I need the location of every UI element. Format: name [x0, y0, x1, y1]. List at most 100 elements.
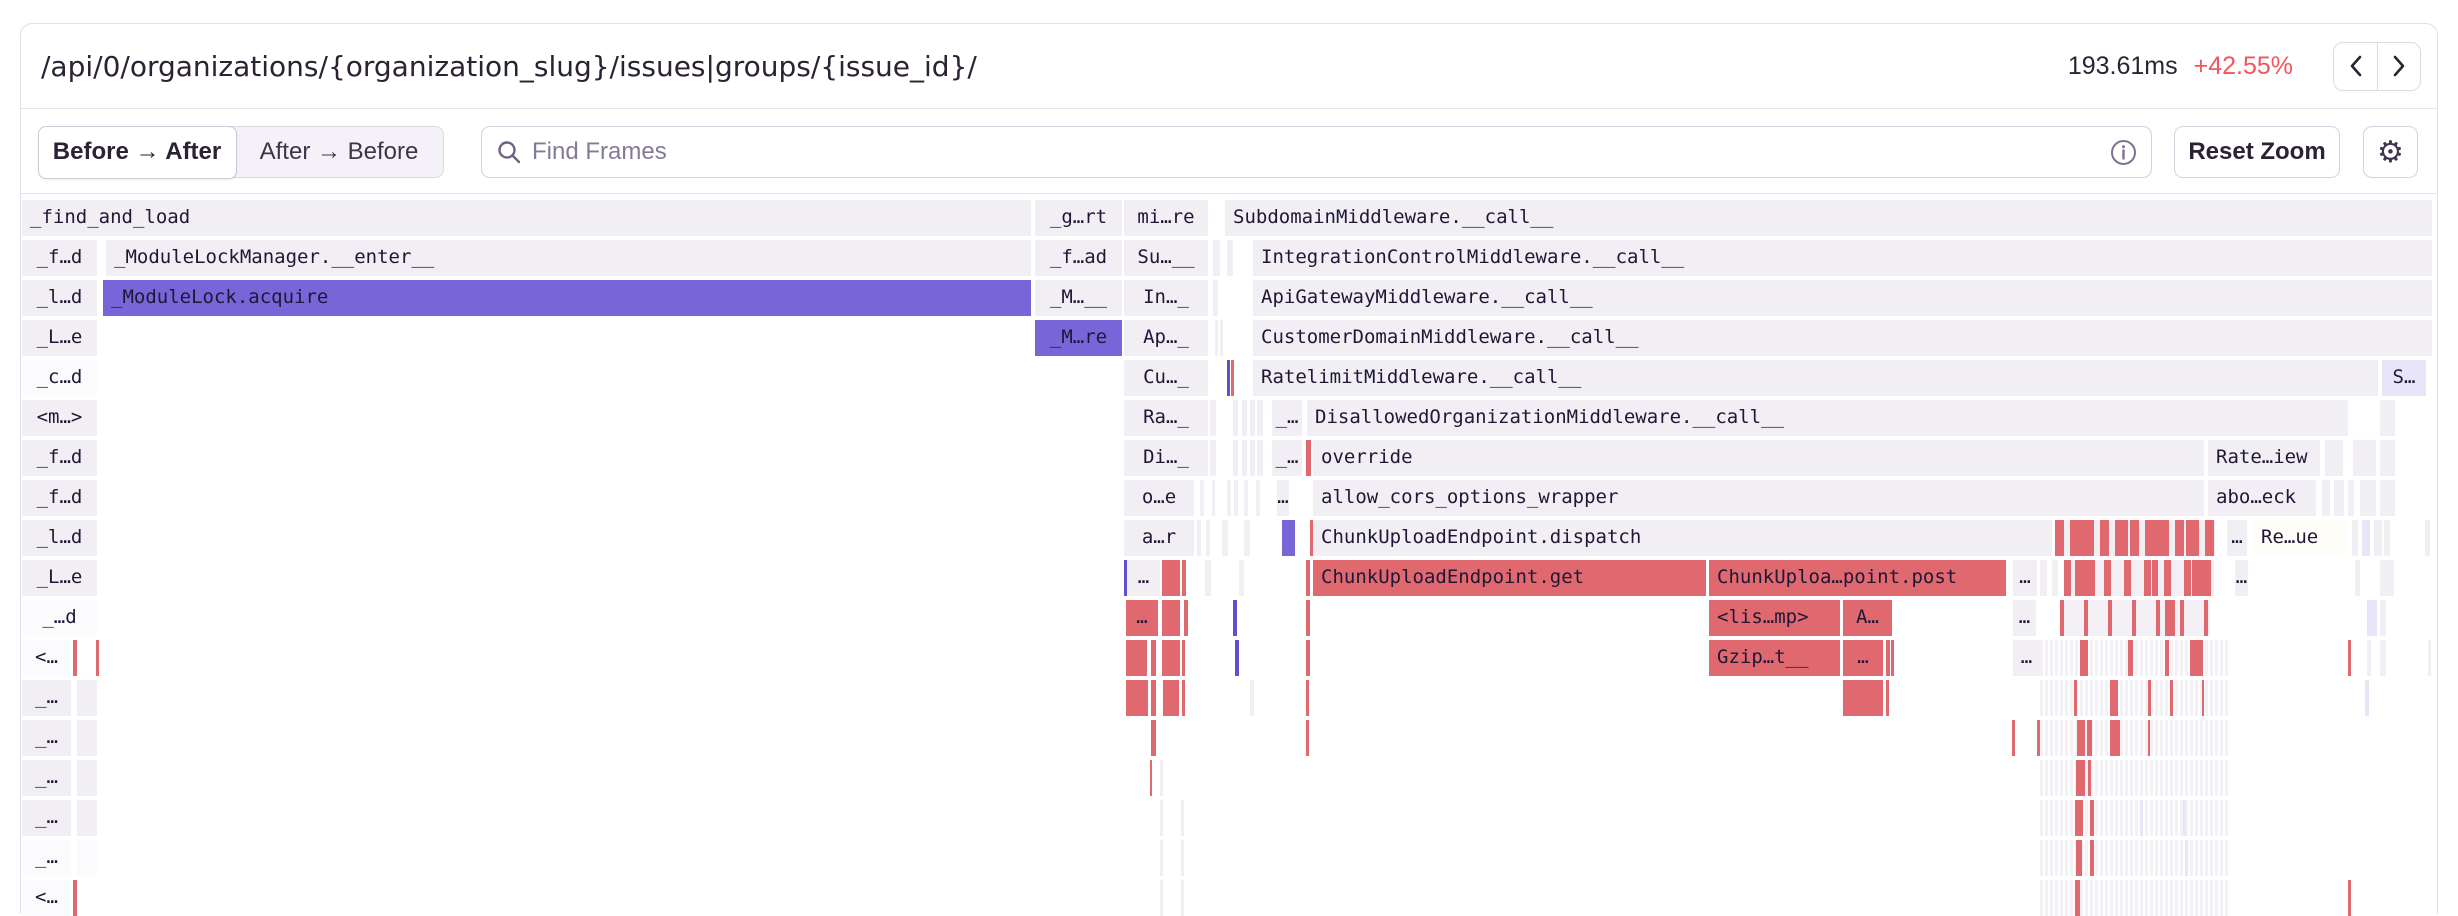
frame[interactable]: _… [1272, 440, 1302, 476]
frame[interactable]: ChunkUploadEndpoint.get [1313, 560, 1706, 596]
frame[interactable] [1239, 560, 1244, 596]
frame[interactable] [2140, 800, 2143, 836]
frame[interactable] [1200, 400, 1203, 436]
frame[interactable]: … [2013, 640, 2040, 676]
frame[interactable] [1182, 680, 1185, 716]
frame[interactable] [2076, 840, 2082, 876]
frame[interactable] [1242, 400, 1247, 436]
frame[interactable] [1233, 400, 1238, 436]
frame[interactable] [2192, 560, 2210, 596]
frame[interactable] [2365, 680, 2369, 716]
frame[interactable]: … [1843, 640, 1883, 676]
frame[interactable]: _c…d [22, 360, 97, 396]
frame[interactable] [1250, 400, 1255, 436]
frame[interactable] [2353, 440, 2376, 476]
frame[interactable] [77, 800, 97, 836]
frame[interactable] [96, 640, 99, 676]
frame[interactable] [2110, 680, 2118, 716]
frame[interactable] [1310, 520, 1313, 556]
frame[interactable]: … [1126, 600, 1158, 636]
frame[interactable] [1126, 640, 1147, 676]
frame[interactable]: abo…eck [2208, 480, 2316, 516]
frame[interactable] [2075, 800, 2083, 836]
frame[interactable] [1162, 600, 1180, 636]
frame[interactable]: Cu…_ [1124, 360, 1208, 396]
frame[interactable] [77, 760, 97, 796]
reset-zoom-button[interactable]: Reset Zoom [2174, 126, 2340, 178]
frame[interactable] [1126, 680, 1148, 716]
frame[interactable] [2380, 400, 2395, 436]
frame[interactable]: <… [22, 880, 71, 916]
frame[interactable]: SubdomainMiddleware.__call__ [1225, 200, 2432, 236]
frame[interactable] [2380, 600, 2386, 636]
frame[interactable] [2362, 520, 2370, 556]
frame[interactable] [1215, 320, 1218, 356]
frame[interactable] [1151, 640, 1156, 676]
frame[interactable] [2355, 560, 2360, 596]
frame[interactable] [1306, 720, 1309, 756]
frame[interactable] [2367, 640, 2371, 676]
frame[interactable] [2040, 720, 2228, 756]
frame[interactable] [1160, 800, 1163, 836]
frame[interactable] [2148, 680, 2151, 716]
frame[interactable] [1257, 400, 1263, 436]
find-frames-input[interactable]: Find Frames [481, 126, 2152, 178]
frame[interactable]: override [1313, 440, 2204, 476]
frame[interactable] [1213, 280, 1218, 316]
frame[interactable] [2040, 800, 2228, 836]
frame[interactable]: _f…ad [1035, 240, 1122, 276]
frame[interactable] [1227, 360, 1230, 396]
frame[interactable]: Rate…iew [2208, 440, 2320, 476]
frame[interactable]: … [1127, 560, 1160, 596]
frame[interactable]: In…_ [1124, 280, 1208, 316]
frame[interactable]: _find_and_load [22, 200, 1031, 236]
frame[interactable] [1206, 520, 1210, 556]
frame[interactable] [1250, 680, 1254, 716]
frame[interactable] [1306, 680, 1309, 716]
frame[interactable]: _M…__ [1035, 280, 1122, 316]
frame[interactable] [1891, 640, 1894, 676]
frame[interactable]: Di…_ [1124, 440, 1208, 476]
frame[interactable]: Re…ue [2253, 520, 2347, 556]
frame[interactable] [2076, 760, 2085, 796]
frame[interactable] [2185, 840, 2188, 876]
frame[interactable] [2088, 760, 2091, 796]
frame[interactable] [1213, 240, 1220, 276]
frame[interactable] [1886, 680, 1889, 716]
frame[interactable] [2116, 520, 2128, 556]
frame[interactable] [73, 640, 77, 676]
frame[interactable]: … [2235, 560, 2248, 596]
frame[interactable]: <m…> [22, 400, 97, 436]
frame[interactable]: _f…d [22, 440, 97, 476]
frame[interactable] [1200, 440, 1203, 476]
settings-button[interactable]: ⚙ [2363, 126, 2418, 178]
frame[interactable] [2322, 480, 2330, 516]
frame[interactable] [1227, 480, 1231, 516]
frame[interactable]: _g…rt [1035, 200, 1122, 236]
transaction-title[interactable]: /api/0/organizations/{organization_slug}… [41, 49, 977, 83]
frame[interactable] [1124, 560, 1127, 596]
frame[interactable] [2087, 720, 2092, 756]
frame[interactable] [2348, 880, 2351, 916]
frame[interactable] [2040, 760, 2228, 796]
frame[interactable] [1231, 360, 1234, 396]
frame[interactable]: ApiGatewayMiddleware.__call__ [1253, 280, 2432, 316]
frame[interactable] [2380, 560, 2394, 596]
frame[interactable] [1160, 840, 1163, 876]
frame[interactable]: _f…d [22, 480, 97, 516]
frame[interactable]: _L…e [22, 320, 97, 356]
frame[interactable] [2380, 640, 2386, 676]
frame[interactable] [1181, 880, 1184, 916]
frame[interactable]: <lis…mp> [1709, 600, 1840, 636]
frame[interactable]: DisallowedOrganizationMiddleware.__call_… [1307, 400, 2348, 436]
frame[interactable]: mi…re [1124, 200, 1208, 236]
frame[interactable] [2348, 640, 2351, 676]
frame[interactable] [2074, 680, 2077, 716]
frame[interactable] [2152, 520, 2164, 556]
frame[interactable] [2037, 720, 2041, 756]
frame[interactable] [2148, 720, 2150, 756]
frame[interactable]: _… [22, 800, 71, 836]
next-sample-button[interactable] [2377, 42, 2420, 90]
frame[interactable] [73, 880, 77, 916]
frame[interactable] [1244, 520, 1250, 556]
